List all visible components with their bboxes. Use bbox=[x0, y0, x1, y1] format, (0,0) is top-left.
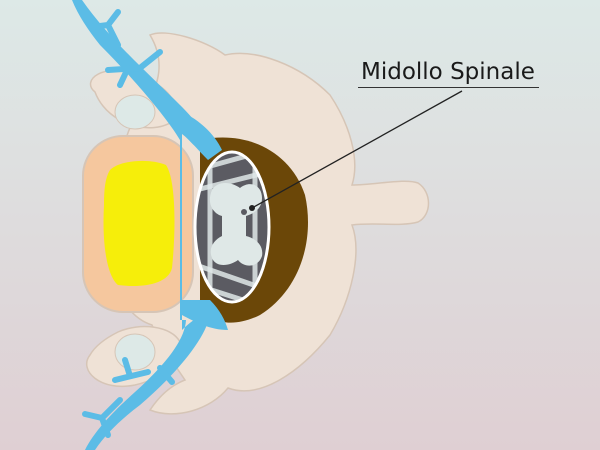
spinal-cord-grey-matter bbox=[209, 183, 263, 266]
vessel-branch-bottom-left bbox=[82, 397, 123, 438]
callout-label-spinal-cord: Midollo Spinale bbox=[358, 58, 539, 88]
foramen-upper bbox=[114, 94, 156, 130]
nerve-channel-lower bbox=[182, 300, 228, 330]
central-canal bbox=[241, 209, 247, 215]
nerve-vessel bbox=[72, 0, 212, 450]
spinal-cord bbox=[193, 150, 271, 304]
vessel-branch-top bbox=[105, 49, 163, 88]
vessel-branch-bottom bbox=[112, 357, 175, 385]
nerve-channel bbox=[182, 112, 222, 160]
vertebral-body-core bbox=[103, 160, 175, 287]
foramen-lower bbox=[114, 333, 156, 371]
callout-leader-line bbox=[251, 90, 463, 209]
callout-leader-dot bbox=[249, 205, 255, 211]
vessel-branch-upper-left bbox=[89, 9, 121, 48]
spinal-cord-outline bbox=[193, 150, 271, 304]
